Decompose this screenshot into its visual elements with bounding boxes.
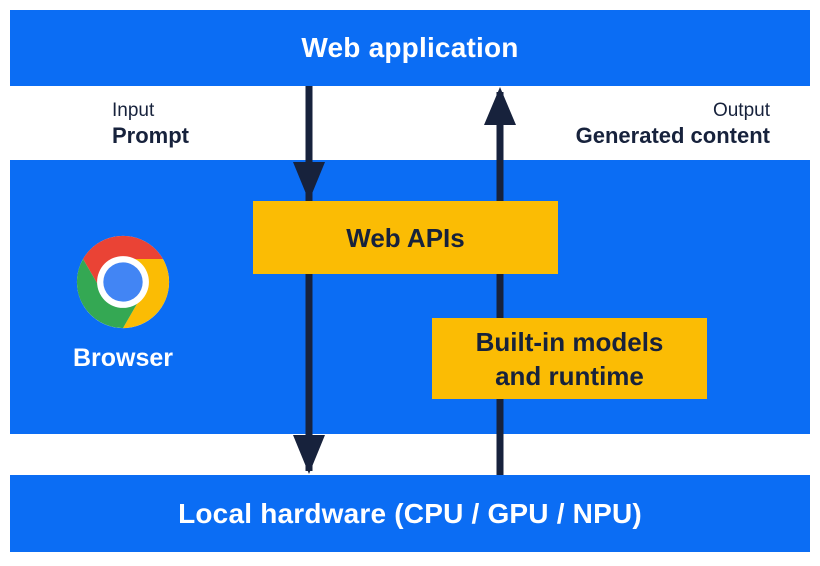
builtin-models-line1: Built-in models	[475, 326, 664, 357]
input-value-label: Prompt	[112, 123, 189, 148]
builtin-models-box: Built-in models and runtime	[432, 318, 707, 399]
local-hardware-bar: Local hardware (CPU / GPU / NPU)	[10, 475, 810, 552]
web-apis-label: Web APIs	[346, 222, 465, 253]
web-application-label: Web application	[301, 32, 519, 63]
web-application-bar: Web application	[10, 10, 810, 86]
chrome-icon-blue-center	[103, 262, 143, 302]
browser-label: Browser	[72, 344, 174, 372]
input-label: Input	[112, 100, 155, 121]
chrome-icon	[75, 234, 171, 330]
output-flow-arrowhead-top	[484, 87, 516, 125]
builtin-models-line2: and runtime	[495, 360, 644, 391]
local-hardware-label: Local hardware (CPU / GPU / NPU)	[178, 497, 642, 529]
web-apis-box: Web APIs	[253, 201, 558, 274]
input-flow-arrowhead-bottom	[293, 435, 325, 474]
output-annotation: Output Generated content	[576, 99, 770, 149]
input-annotation: Input Prompt	[112, 99, 189, 149]
output-label: Output	[712, 100, 770, 121]
output-value-label: Generated content	[575, 123, 770, 148]
